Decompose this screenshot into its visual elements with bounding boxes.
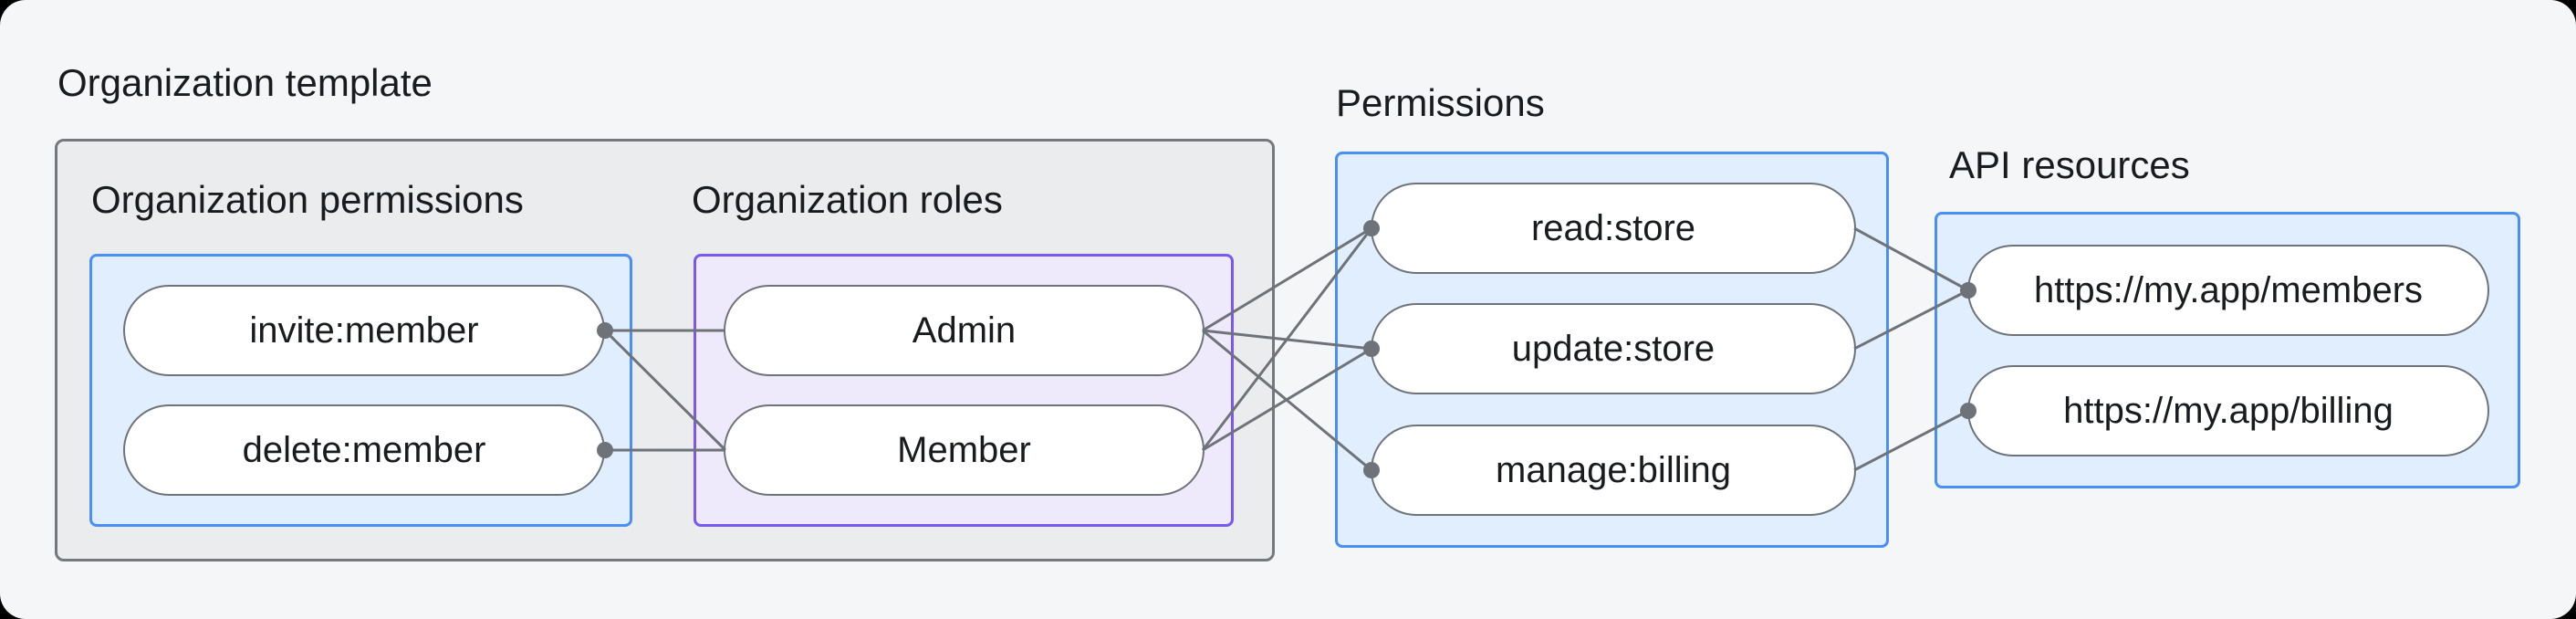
permissions-heading: Permissions [1336,81,1545,124]
api-resources-heading: API resources [1949,143,2190,186]
org-template-title: Organization template [57,61,433,104]
node-update-store: update:store [1371,303,1856,394]
org-roles-heading: Organization roles [692,178,1003,221]
node-billing-api: https://my.app/billing [1967,365,2489,456]
node-read-store: read:store [1371,183,1856,274]
node-members-api: https://my.app/members [1967,245,2489,336]
org-permissions-heading: Organization permissions [91,178,524,221]
node-invite-member: invite:member [123,285,605,376]
node-member: Member [724,404,1205,496]
node-admin: Admin [724,285,1205,376]
node-delete-member: delete:member [123,404,605,496]
node-manage-billing: manage:billing [1371,425,1856,516]
